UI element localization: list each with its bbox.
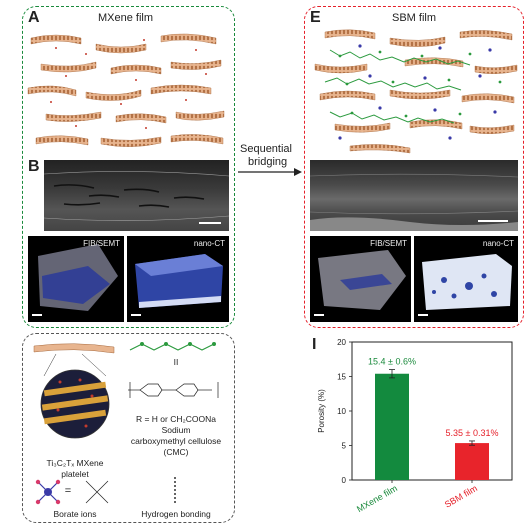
nano-ct-label: nano-CT [482, 239, 514, 248]
borate-legend-label: Borate ions [53, 509, 97, 519]
fib-volume-render [318, 250, 406, 310]
y-axis-label: Porosity (%) [317, 389, 326, 433]
sbm-fib-semt-tile: FIB/SEMT [310, 236, 411, 322]
fib-semt-label: FIB/SEMT [370, 239, 407, 248]
mxene-fib-semt-tile: FIB/SEMT [28, 236, 124, 322]
bar-value-label: 5.35 ± 0.31% [446, 428, 499, 438]
x-tick-label: MXene film [355, 483, 399, 514]
y-tick-label: 5 [342, 442, 347, 451]
cmc-chain-icon [129, 342, 216, 351]
mxene-legend-line1: Ti₃C₂Tₓ MXene [46, 458, 104, 468]
sem-texture [44, 171, 229, 221]
mxene-platelet-illustration [33, 343, 115, 439]
sbm-film-title: SBM film [392, 12, 436, 24]
x-tick-label: SBM film [443, 483, 479, 510]
scale-bar [131, 314, 141, 316]
y-tick-label: 10 [337, 407, 346, 416]
mxene-film-title: MXene film [98, 12, 154, 24]
mxene-nano-ct-tile: nano-CT [127, 236, 229, 322]
sequential-bridging-arrow [238, 168, 302, 176]
nano-ct-render [135, 254, 223, 308]
sem-texture [310, 173, 518, 231]
y-tick-label: 0 [342, 476, 347, 485]
panel-letter-i: I [312, 336, 317, 353]
borate-ion-icon [35, 479, 61, 505]
hydrogen-bond-legend-label: Hydrogen bonding [141, 509, 211, 519]
scale-bar [478, 220, 508, 222]
legend-frame [22, 333, 235, 523]
arrow-label-line2: bridging [248, 156, 288, 168]
nano-ct-label: nano-CT [193, 239, 225, 248]
porosity-bar-chart: 0 5 10 15 20 Porosity (%) 15.4 ± 0.6% MXene fi… [317, 338, 513, 514]
cmc-legend-line1: Sodium [161, 425, 191, 435]
cmc-legend-line2: carboxymethyl cellulose [130, 436, 222, 446]
sbm-panel-frame [304, 6, 524, 328]
y-tick-label: 20 [337, 338, 346, 347]
scale-bar [199, 222, 221, 224]
cmc-legend-line3: (CMC) [163, 447, 189, 457]
borate-structure-diagram [85, 480, 109, 504]
panel-letter-b: B [28, 158, 40, 175]
arrow-label-line1: Sequential [240, 143, 292, 155]
cmc-structure-diagram [128, 382, 219, 398]
sbm-nano-ct-tile: nano-CT [414, 236, 518, 322]
scale-bar [32, 314, 42, 316]
hydrogen-bond-icon [174, 477, 176, 503]
sbm-cross-section-sem [310, 160, 518, 231]
chart-bars [375, 369, 489, 480]
cmc-equivalence-mark: II [173, 357, 179, 367]
fib-semt-label: FIB/SEMT [83, 239, 120, 248]
mxene-legend-line2: platelet [61, 469, 89, 479]
scale-bar [418, 314, 428, 316]
panel-letter-a: A [28, 9, 40, 26]
nano-ct-render [422, 254, 512, 310]
bar-mxene [375, 373, 409, 480]
borate-equals-sign: = [64, 485, 72, 497]
y-tick-label: 15 [337, 373, 346, 382]
chart-ticks: 0 5 10 15 20 [337, 338, 473, 485]
bar-sbm [455, 443, 489, 480]
bar-value-label: 15.4 ± 0.6% [368, 357, 416, 367]
cmc-r-definition: R = H or CH₂COONa [135, 414, 217, 424]
scale-bar [314, 314, 324, 316]
mxene-panel-frame [22, 6, 235, 328]
mxene-film-schematic [27, 33, 225, 147]
fib-volume-render [38, 244, 118, 311]
panel-letter-e: E [310, 9, 321, 26]
mxene-cross-section-sem [44, 160, 229, 231]
sbm-film-schematic [314, 29, 518, 154]
